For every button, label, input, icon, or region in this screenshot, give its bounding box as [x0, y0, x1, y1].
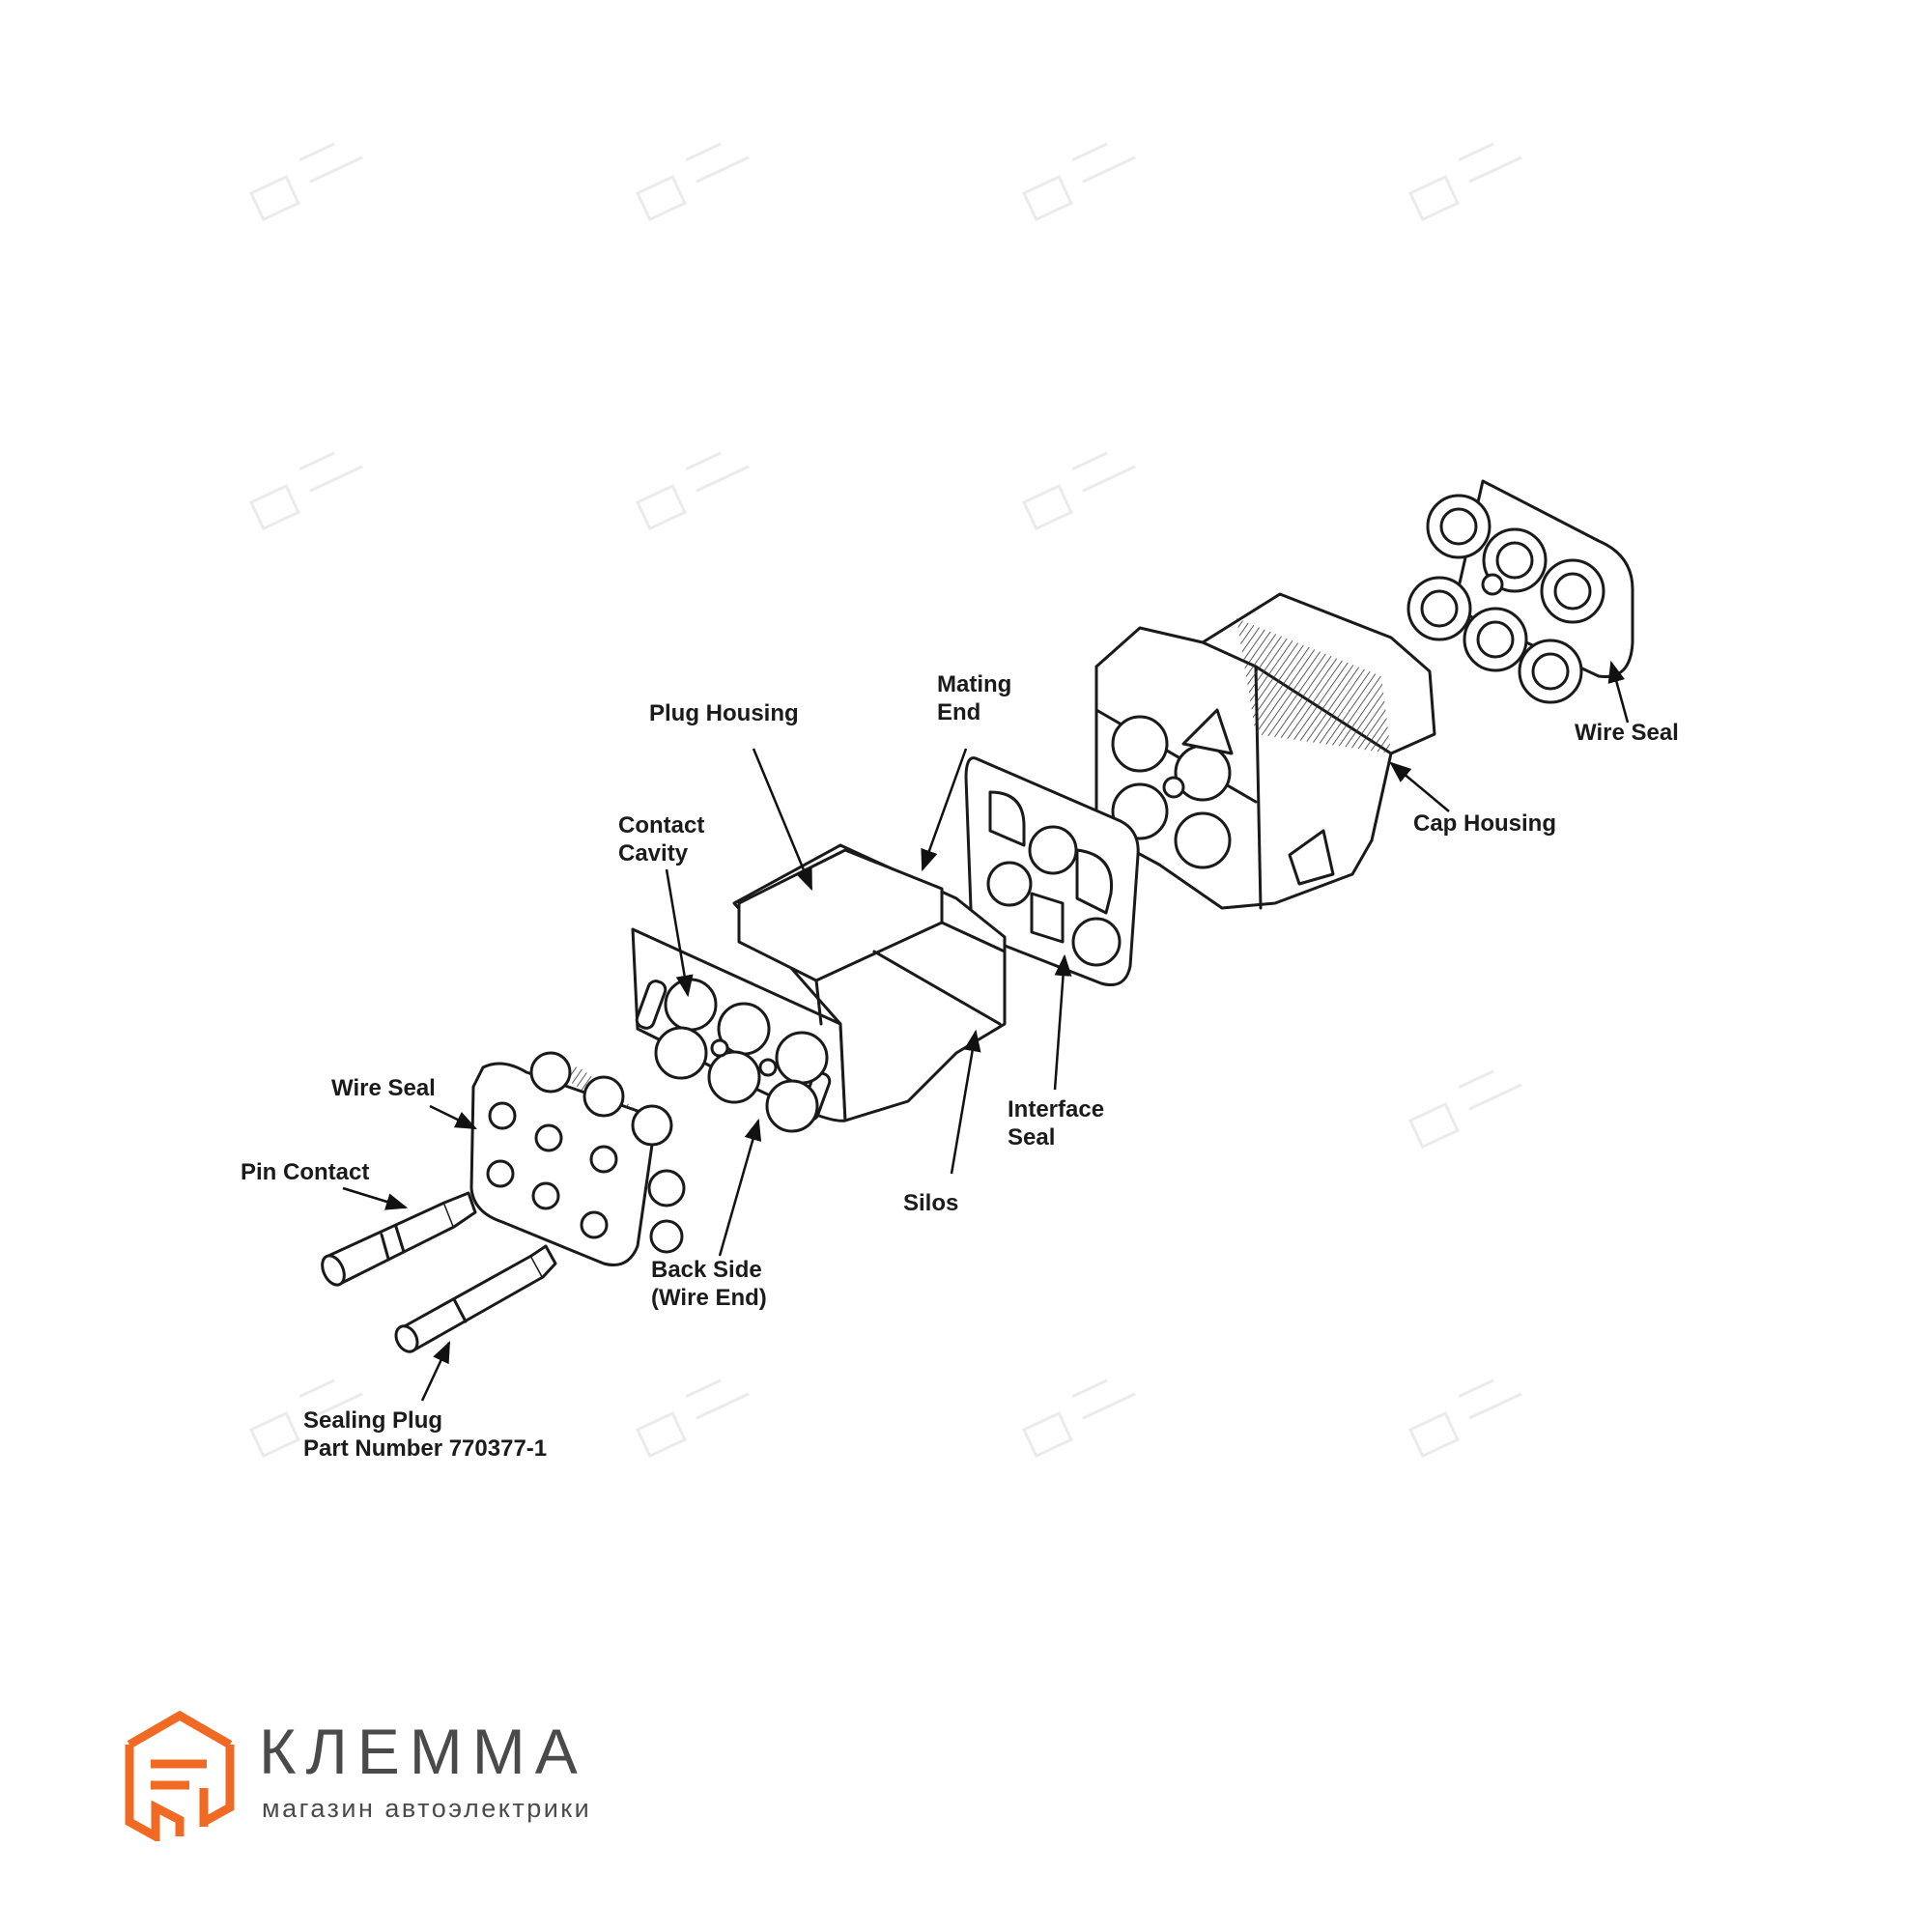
arrow-contact-cavity: [665, 868, 694, 998]
arrow-pin-contact: [342, 1186, 409, 1210]
watermark-pattern: [249, 142, 1522, 1459]
label-plug-housing: Plug Housing: [649, 700, 799, 726]
arrow-plug-housing: [752, 748, 813, 892]
arrow-interface-seal: [1053, 953, 1072, 1091]
connector-logo-icon: [125, 1710, 235, 1841]
sealing-plug-part: [394, 1244, 557, 1353]
arrow-cap-housing: [1389, 761, 1450, 812]
label-back-side: Back Side(Wire End): [651, 1257, 767, 1311]
arrow-wire-seal-left: [429, 1104, 478, 1130]
label-pin-contact: Pin Contact: [241, 1159, 370, 1185]
cap-housing-part: [1094, 592, 1436, 910]
label-wire-seal-left: Wire Seal: [331, 1075, 436, 1101]
interface-seal-part: [964, 756, 1140, 986]
wire-seal-right-part: [1406, 479, 1634, 704]
arrow-silos: [950, 1029, 981, 1175]
arrow-back-side: [718, 1118, 762, 1257]
wire-seal-left-part: [469, 1051, 686, 1266]
label-silos: Silos: [903, 1190, 959, 1216]
arrow-wire-seal-right: [1607, 660, 1630, 724]
label-wire-seal-right: Wire Seal: [1575, 720, 1679, 746]
brand-logo: КЛЕММА магазин автоэлектрики: [122, 1706, 721, 1851]
arrow-mating-end: [921, 748, 968, 872]
brand-name: КЛЕММА: [259, 1716, 587, 1787]
pin-contact-part: [321, 1191, 477, 1287]
label-cap-housing: Cap Housing: [1413, 810, 1556, 837]
arrow-sealing-plug: [420, 1340, 451, 1402]
brand-tagline: магазин автоэлектрики: [262, 1794, 592, 1823]
plug-housing-part: [631, 843, 1007, 1133]
